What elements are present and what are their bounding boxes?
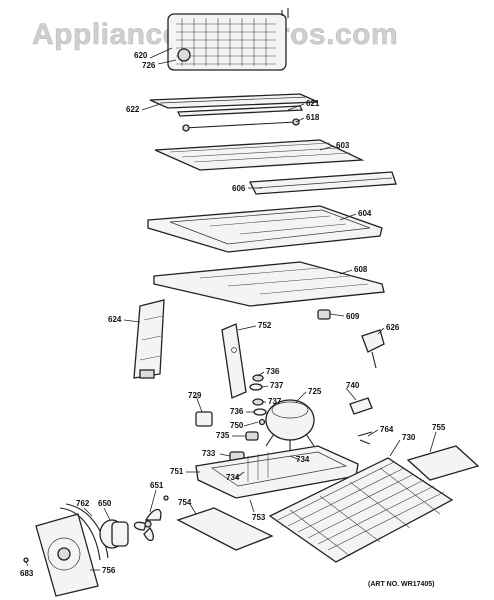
evaporator-cover [149,93,319,109]
label-734-left: 734 [226,473,240,482]
label-606: 606 [232,184,246,193]
label-740: 740 [346,381,360,390]
label-756: 756 [102,566,116,575]
plate-755 [406,445,480,481]
duct-624 [133,299,165,379]
tray-608 [153,261,385,307]
condenser-730 [268,457,454,563]
label-752: 752 [258,321,272,330]
label-750: 750 [230,421,244,430]
label-620: 620 [134,51,148,60]
label-729: 729 [188,391,202,400]
label-764: 764 [380,425,394,434]
art-number: (ART NO. WR17405) [368,581,435,588]
label-754: 754 [178,498,192,507]
label-736-bottom: 736 [230,407,244,416]
label-725: 725 [308,387,322,396]
shelf-603 [154,139,365,171]
screw-683 [23,557,29,563]
terminal-735 [245,431,259,441]
label-621: 621 [306,99,320,108]
part-labels: 620 726 622 621 618 603 606 604 608 609 … [20,51,446,578]
label-734-right: 734 [296,455,310,464]
evaporator-coil [167,8,289,71]
overload-740 [349,397,373,415]
label-604: 604 [358,209,372,218]
compressor-725 [265,399,315,450]
label-751: 751 [170,467,184,476]
label-762: 762 [76,499,90,508]
defrost-heater [182,118,300,132]
rail-606 [248,171,397,195]
label-753: 753 [252,513,266,522]
plate-754 [176,507,274,551]
label-608: 608 [354,265,368,274]
label-624: 624 [108,315,122,324]
leader-lines [25,47,437,571]
label-651: 651 [150,481,164,490]
label-733: 733 [202,449,216,458]
fan-motor-650 [99,519,129,549]
grommets-736-737 [249,374,267,426]
duct-762 [59,503,109,561]
label-735: 735 [216,431,230,440]
label-609: 609 [346,312,360,321]
clamp-764 [357,431,373,445]
tray-604 [147,205,383,253]
fan-shroud-756 [35,513,99,597]
label-737-top: 737 [270,381,284,390]
label-736-top: 736 [266,367,280,376]
label-626: 626 [386,323,400,332]
label-737-bottom: 737 [268,397,282,406]
bracket-752 [221,323,247,399]
relay-626 [361,329,385,369]
heater-strip [176,105,304,117]
clip-609 [317,309,331,320]
capacitor-729 [195,411,213,427]
label-683: 683 [20,569,34,578]
fan-blade-651 [133,495,169,542]
label-730: 730 [402,433,416,442]
label-618: 618 [306,113,320,122]
label-726: 726 [142,61,156,70]
label-622: 622 [126,105,140,114]
label-603: 603 [336,141,350,150]
label-650: 650 [98,499,112,508]
label-755: 755 [432,423,446,432]
